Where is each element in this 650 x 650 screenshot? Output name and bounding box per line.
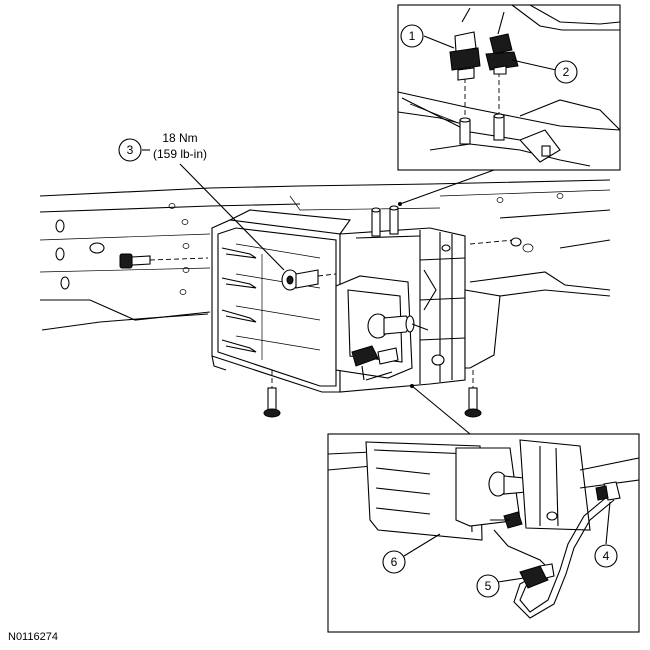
pointer-dot (398, 202, 402, 206)
inset-pointer-top (399, 169, 495, 205)
inset-quick-connects (397, 4, 621, 171)
canister-ports (355, 205, 421, 239)
bolt-lower-right-icon (464, 370, 482, 418)
torque-value-nm: 18 Nm (162, 131, 197, 145)
quick-connect-4-icon (595, 481, 621, 501)
figure-id: N0116274 (8, 631, 58, 643)
connector-5-icon (519, 563, 555, 589)
leader-1 (423, 35, 455, 49)
leader-6 (403, 533, 441, 557)
callout-6: 6 (382, 550, 406, 574)
inset-pointer-bottom (411, 385, 471, 435)
evap-canister (211, 209, 351, 393)
svg-text:6: 6 (391, 555, 398, 569)
svg-text:1: 1 (409, 29, 416, 43)
svg-text:4: 4 (603, 549, 610, 563)
svg-text:2: 2 (563, 65, 570, 79)
leader-5 (497, 577, 525, 583)
electrical-connector-icon (351, 345, 399, 381)
inset-lines-and-connector (327, 433, 640, 633)
pointer-dot (410, 384, 414, 388)
bolt-upper-left-icon (119, 253, 209, 269)
frame-rail (39, 179, 611, 331)
leader-3 (179, 163, 285, 271)
callout-3: 3 (118, 138, 142, 162)
callout-1: 1 (400, 24, 424, 48)
bolt-frame-right-icon (469, 237, 522, 247)
quick-connect-1-icon (449, 7, 481, 81)
callout-4: 4 (594, 544, 618, 568)
callout-2: 2 (554, 60, 578, 84)
svg-text:5: 5 (485, 579, 492, 593)
torque-spec: 18 Nm (159 lb-in) (153, 131, 207, 161)
quick-connect-2-icon (485, 11, 519, 75)
svg-text:3: 3 (127, 143, 134, 157)
leader-4 (605, 501, 611, 545)
bolt-lower-left-icon (263, 370, 281, 418)
callout-5: 5 (476, 574, 500, 598)
leader-2 (511, 59, 557, 71)
bolt-canister-icon (281, 269, 337, 291)
torque-value-lbin: (159 lb-in) (153, 147, 207, 161)
